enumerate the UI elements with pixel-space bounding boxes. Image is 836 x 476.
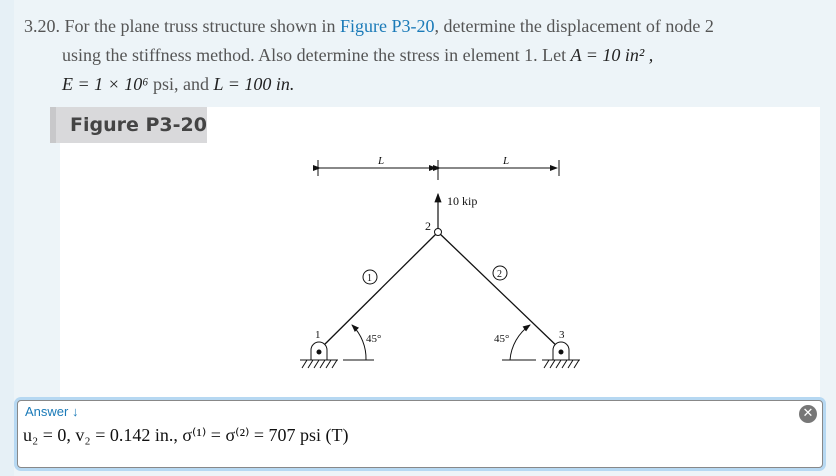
figure-caption: Figure P3-20 <box>50 107 207 143</box>
length-value: L = 100 in. <box>213 74 295 94</box>
answer-box: Answer ↓ u₂ = 0, v₂ = 0.142 in., σ⁽¹⁾ = … <box>17 400 823 468</box>
element-1-circle <box>362 269 378 285</box>
problem-statement: 3.20. For the plane truss structure show… <box>24 12 824 99</box>
area-value: A = 10 in² , <box>570 45 654 65</box>
problem-text: psi, and <box>148 74 214 94</box>
figure-link[interactable]: Figure P3-20 <box>339 16 435 36</box>
element-1-bar <box>318 231 439 351</box>
problem-text: using the stiffness method. Also determi… <box>62 45 571 65</box>
truss-figure: L L 10 kip 2 1 2 1 3 45° 45° <box>300 155 580 369</box>
modulus-value: E = 1 × 10⁶ <box>62 74 149 94</box>
problem-text: , determine the displacement of node 2 <box>434 16 714 36</box>
dim-left-label: L <box>377 155 384 167</box>
element-1-label: 1 <box>367 273 372 284</box>
node-2-pin <box>434 228 442 236</box>
support-1 <box>300 341 338 369</box>
node-3-label: 3 <box>559 329 565 341</box>
element-2-circle <box>492 265 508 281</box>
element-2-label: 2 <box>497 269 502 280</box>
angle-right-label: 45° <box>494 333 509 345</box>
node-2-label: 2 <box>425 219 431 233</box>
load-label: 10 kip <box>447 194 477 208</box>
angle-marks <box>343 324 536 361</box>
angle-left-label: 45° <box>366 333 381 345</box>
figure-area <box>60 107 820 402</box>
problem-number: 3.20. <box>24 16 60 36</box>
dim-right-label: L <box>502 155 509 167</box>
close-circle-icon[interactable]: ✕ <box>799 405 817 423</box>
support-3 <box>542 341 580 369</box>
problem-text: For the plane truss structure shown in <box>60 16 340 36</box>
answer-toggle[interactable]: Answer ↓ <box>25 404 79 419</box>
dimension-lines <box>313 160 560 180</box>
node-1-label: 1 <box>315 329 321 341</box>
element-2-bar <box>437 231 562 351</box>
answer-text: u₂ = 0, v₂ = 0.142 in., σ⁽¹⁾ = σ⁽²⁾ = 70… <box>23 425 349 445</box>
